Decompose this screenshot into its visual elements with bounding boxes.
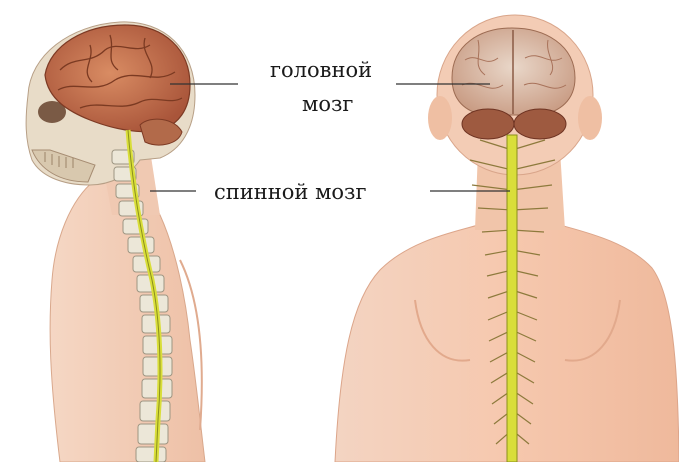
brain-label-line1: головной — [270, 58, 372, 83]
back-view-figure — [335, 15, 679, 462]
back-ear-left — [428, 96, 452, 140]
back-cerebellum-left — [462, 109, 514, 139]
back-cerebellum-right — [514, 109, 566, 139]
spinal-cord-label: спинной мозг — [214, 180, 367, 205]
back-spinal-cord — [507, 135, 517, 462]
side-view-figure — [26, 22, 205, 462]
back-ear-right — [578, 96, 602, 140]
brain-label-line2: мозг — [302, 92, 353, 117]
